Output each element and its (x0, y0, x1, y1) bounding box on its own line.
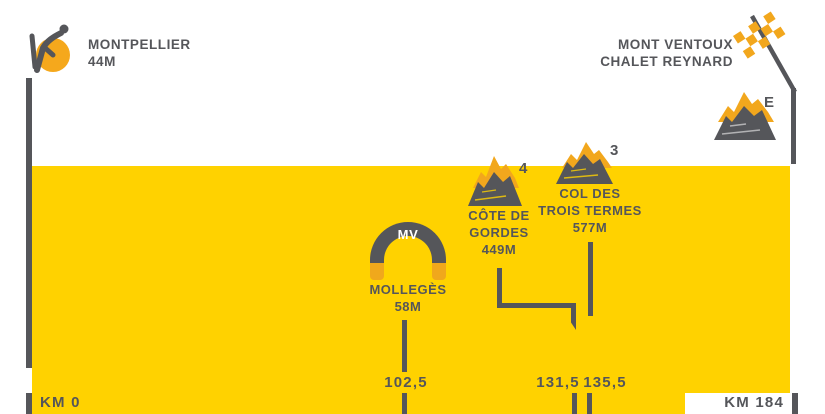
climb-1-km-tick (572, 393, 577, 414)
climb-2-mountain-icon (556, 142, 613, 184)
finish-checkered-flag-icon (733, 11, 797, 92)
climb-1-km: 131,5 (536, 374, 580, 391)
km-end-label: KM 184 (724, 394, 784, 411)
start-label: MONTPELLIER 44M (88, 36, 191, 70)
climb-2-connector-line (588, 242, 593, 316)
climb-1-name-line2: GORDES (469, 225, 529, 240)
profile-left-edge-line (26, 78, 32, 368)
climb-2-name-line2: TROIS TERMES (538, 203, 642, 218)
finish-label: MONT VENTOUX CHALET REYNARD (593, 36, 733, 70)
climb-1-category: 4 (519, 160, 528, 177)
climb-1-connector-down (497, 268, 502, 307)
sprint-arch-foot-right (432, 263, 446, 280)
sprint-km-tick (402, 393, 407, 414)
climb-2-km-tick (587, 393, 592, 414)
finish-place: CHALET REYNARD (600, 54, 733, 69)
sprint-km: 102,5 (384, 374, 428, 391)
sprint-label: MOLLEGÈS 58M (358, 281, 458, 315)
km-end-background (685, 393, 825, 414)
sprint-arch-label: MV (397, 227, 419, 242)
climb-1-connector-tip (571, 303, 576, 330)
start-cyclist-icon (29, 24, 70, 73)
climb-1-altitude: 449M (481, 242, 517, 257)
km-end-tick (792, 393, 798, 414)
climb-2-km: 135,5 (583, 374, 627, 391)
climb-1-name-line1: CÔTE DE (468, 208, 530, 223)
climb-1-connector-across (497, 303, 576, 308)
climb-2-altitude: 577M (572, 220, 608, 235)
sprint-arch-foot-left (370, 263, 384, 280)
start-city: MONTPELLIER (88, 37, 191, 52)
sprint-altitude: 58M (394, 299, 422, 314)
sprint-name: MOLLEGÈS (369, 282, 447, 297)
climb-1-mountain-icon (468, 156, 522, 206)
start-altitude: 44M (88, 54, 116, 69)
finish-climb-mountain-icon (714, 92, 776, 140)
profile-area (32, 166, 790, 414)
km-start-tick (26, 393, 32, 414)
climb-1-label: CÔTE DE GORDES 449M (449, 207, 549, 258)
finish-city: MONT VENTOUX (618, 37, 733, 52)
climb-2-name-line1: COL DES (559, 186, 621, 201)
climb-2-label: COL DES TROIS TERMES 577M (535, 185, 645, 236)
finish-flag-pole (791, 88, 796, 164)
km-start-label: KM 0 (40, 394, 81, 411)
finish-climb-category: E (764, 94, 775, 111)
sprint-connector-line (402, 320, 407, 372)
climb-2-category: 3 (610, 142, 619, 159)
